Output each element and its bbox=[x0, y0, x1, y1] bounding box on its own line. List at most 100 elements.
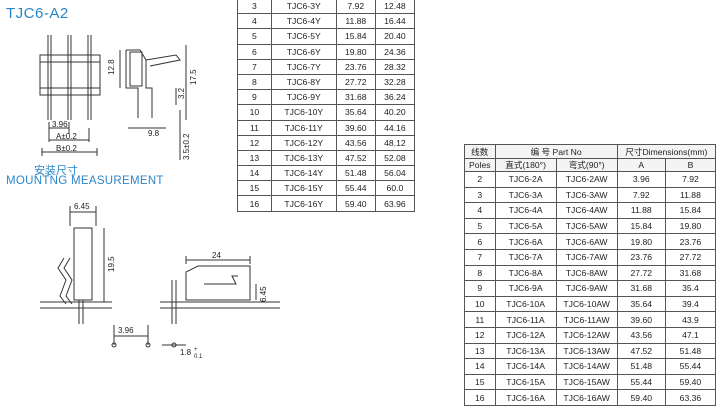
table-cell: TJC6-16A bbox=[494, 389, 557, 406]
table-cell: 63.96 bbox=[374, 195, 416, 212]
table-cell: 12.48 bbox=[374, 0, 416, 15]
table-cell: 11 bbox=[237, 119, 272, 136]
dim-35: 3.5±0.2 bbox=[182, 133, 191, 160]
table-cell: 15.84 bbox=[664, 202, 717, 219]
table-cell: 7 bbox=[237, 58, 272, 75]
table-cell: 5 bbox=[464, 217, 496, 235]
table-cell: 3.96 bbox=[616, 171, 666, 188]
table-cell: 3 bbox=[464, 186, 496, 204]
table-cell: 55.44 bbox=[335, 180, 376, 197]
header-poles-en: Poles bbox=[464, 158, 496, 172]
pcb-mount-straight-drawing bbox=[40, 206, 112, 324]
side-view-drawing bbox=[119, 45, 187, 160]
table-cell: 16 bbox=[464, 389, 496, 406]
table-cell: 63.36 bbox=[664, 389, 717, 406]
table-cell: 15 bbox=[237, 180, 272, 197]
table-cell: 35.4 bbox=[664, 280, 717, 297]
table-cell: 56.04 bbox=[374, 165, 416, 182]
table-cell: 27.72 bbox=[616, 264, 666, 282]
table-cell: TJC6-5A bbox=[494, 217, 557, 235]
table-cell: 11 bbox=[464, 311, 496, 328]
dimension-table-a-series: 线数 编 号 Part No 尺寸Dimensions(mm) Poles 直式… bbox=[464, 144, 717, 406]
table-cell: TJC6-8A bbox=[494, 264, 557, 282]
table-cell: 59.40 bbox=[616, 389, 666, 406]
table-cell: 39.4 bbox=[664, 295, 717, 313]
table-cell: 43.9 bbox=[664, 311, 717, 328]
table-cell: 19.80 bbox=[664, 217, 717, 235]
table-cell: 6 bbox=[237, 43, 272, 60]
table-cell: 31.68 bbox=[616, 280, 666, 297]
table-cell: TJC6-6A bbox=[494, 233, 557, 250]
table-cell: TJC6-2A bbox=[494, 171, 557, 188]
dim-a: A±0.2 bbox=[56, 132, 77, 141]
table-cell: 47.1 bbox=[664, 326, 717, 344]
header-part-no: 编 号 Part No bbox=[494, 144, 618, 159]
table-cell: 4 bbox=[237, 13, 272, 30]
table-cell: TJC6-10Y bbox=[270, 104, 337, 121]
table-cell: 20.40 bbox=[374, 28, 416, 45]
table-cell: 9 bbox=[464, 280, 496, 297]
table-cell: 13 bbox=[464, 342, 496, 360]
dim-18-tol-up: + bbox=[194, 347, 198, 353]
table-cell: 27.72 bbox=[335, 73, 376, 91]
table-cell: TJC6-16AW bbox=[555, 389, 618, 406]
table-cell: 44.16 bbox=[374, 119, 416, 136]
table-cell: 10 bbox=[464, 295, 496, 313]
table-cell: TJC6-4Y bbox=[270, 13, 337, 30]
table-cell: 9 bbox=[237, 89, 272, 106]
table-cell: 35.64 bbox=[616, 295, 666, 313]
header-dim-a: A bbox=[616, 158, 666, 172]
table-cell: TJC6-4A bbox=[494, 202, 557, 219]
table-cell: 5 bbox=[237, 28, 272, 45]
table-cell: 7.92 bbox=[616, 186, 666, 204]
table-cell: 11.88 bbox=[616, 202, 666, 219]
table-cell: TJC6-7Y bbox=[270, 58, 337, 75]
table-cell: TJC6-15AW bbox=[555, 373, 618, 391]
table-cell: TJC6-8Y bbox=[270, 73, 337, 91]
table-cell: TJC6-5Y bbox=[270, 28, 337, 45]
table-cell: TJC6-5AW bbox=[555, 217, 618, 235]
table-cell: TJC6-10A bbox=[494, 295, 557, 313]
table-cell: 43.56 bbox=[616, 326, 666, 344]
table-cell: TJC6-9Y bbox=[270, 89, 337, 106]
table-cell: 47.52 bbox=[616, 342, 666, 360]
table-cell: TJC6-13AW bbox=[555, 342, 618, 360]
page-title: TJC6-A2 bbox=[6, 5, 69, 22]
table-cell: 51.48 bbox=[335, 165, 376, 182]
table-cell: 11.88 bbox=[664, 186, 717, 204]
table-cell: 55.44 bbox=[616, 373, 666, 391]
mounting-label-en: MOUNTNG MEASUREMENT bbox=[6, 175, 164, 187]
table-cell: 39.60 bbox=[616, 311, 666, 328]
dim-645b: 6.45 bbox=[259, 286, 268, 302]
table-cell: 31.68 bbox=[664, 264, 717, 282]
table-cell: 13 bbox=[237, 149, 272, 167]
dim-175: 17.5 bbox=[189, 69, 198, 85]
table-cell: 19.80 bbox=[616, 233, 666, 250]
table-cell: 8 bbox=[464, 264, 496, 282]
table-cell: TJC6-10AW bbox=[555, 295, 618, 313]
table-cell: 10 bbox=[237, 104, 272, 121]
dim-24: 24 bbox=[212, 251, 221, 260]
table-cell: 51.48 bbox=[664, 342, 717, 360]
table-cell: TJC6-11Y bbox=[270, 119, 337, 136]
table-cell: TJC6-7A bbox=[494, 248, 557, 266]
table-cell: 2 bbox=[464, 171, 496, 188]
table-cell: 27.72 bbox=[664, 248, 717, 266]
table-cell: 40.20 bbox=[374, 104, 416, 121]
table-cell: 36.24 bbox=[374, 89, 416, 106]
table-cell: TJC6-4AW bbox=[555, 202, 618, 219]
table-cell: 8 bbox=[237, 73, 272, 91]
